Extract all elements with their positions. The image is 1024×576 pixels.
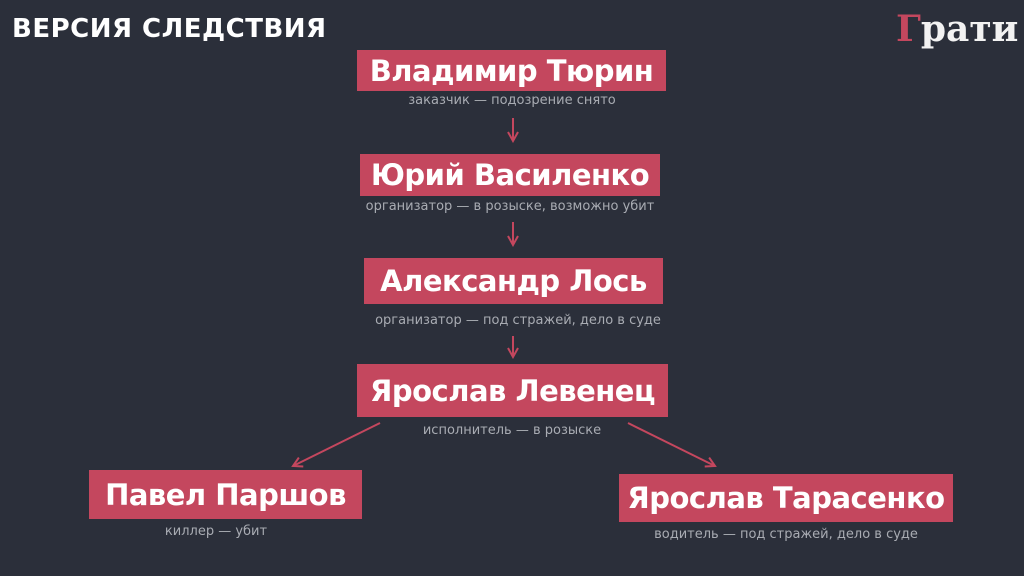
arrow-5 <box>627 422 715 466</box>
node-parshov: Павел Паршов <box>89 470 362 519</box>
logo: Грати <box>896 8 1019 50</box>
node-vasilenko: Юрий Василенко <box>360 154 660 196</box>
node-los: Александр Лось <box>364 258 663 304</box>
node-tarasenko-role: водитель — под стражей, дело в суде <box>654 527 918 542</box>
arrow-4 <box>293 422 381 466</box>
node-levenets-role: исполнитель — в розыске <box>422 423 602 438</box>
node-turin-role: заказчик — подозрение снято <box>408 93 616 108</box>
node-turin: Владимир Тюрин <box>357 50 666 91</box>
page-title: ВЕРСИЯ СЛЕДСТВИЯ <box>12 14 327 44</box>
node-levenets: Ярослав Левенец <box>357 364 668 417</box>
node-los-role: организатор — под стражей, дело в суде <box>375 313 661 328</box>
node-parshov-role: киллер — убит <box>164 524 268 539</box>
node-vasilenko-role: организатор — в розыске, возможно убит <box>365 199 655 214</box>
node-tarasenko: Ярослав Тарасенко <box>619 474 953 522</box>
